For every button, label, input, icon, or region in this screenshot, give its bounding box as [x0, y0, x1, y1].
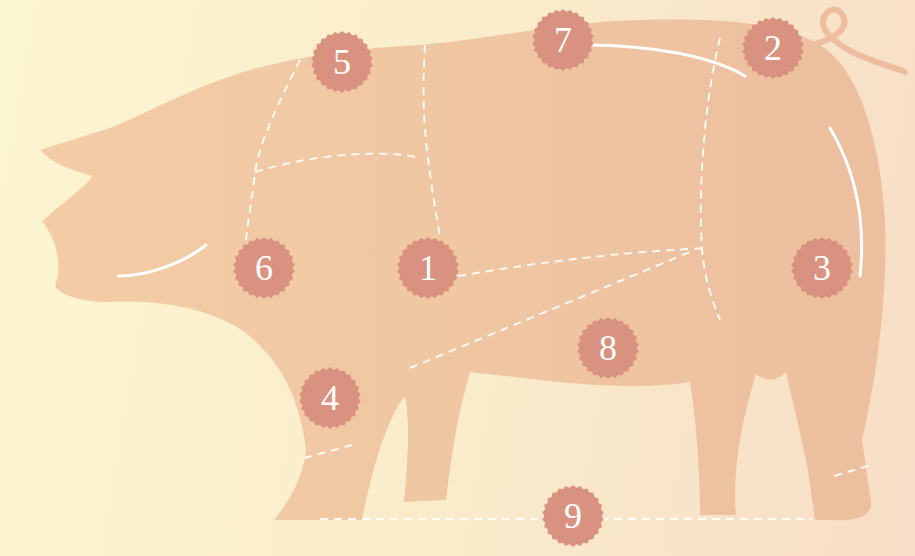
- callout-badge: 3: [791, 237, 853, 299]
- callout-number: 9: [542, 485, 604, 547]
- cut-line: [424, 45, 440, 236]
- callout-badge: 2: [742, 17, 804, 79]
- callout-number: 8: [577, 317, 639, 379]
- callout-number: 3: [791, 237, 853, 299]
- mouth-line: [118, 245, 206, 276]
- callout-number: 5: [311, 31, 373, 93]
- badge-starburst: [397, 237, 459, 299]
- badge-starburst: [299, 367, 361, 429]
- cut-line: [255, 154, 420, 172]
- callout-badge: 4: [299, 367, 361, 429]
- badge-starburst: [233, 237, 295, 299]
- badge-starburst: [791, 237, 853, 299]
- back-line: [593, 45, 745, 76]
- callout-badge: 9: [542, 485, 604, 547]
- callout-badge: 1: [397, 237, 459, 299]
- badge-starburst: [577, 317, 639, 379]
- cut-line: [304, 444, 356, 458]
- callout-badge: 8: [577, 317, 639, 379]
- pig-silhouette: [40, 20, 885, 521]
- badge-starburst: [742, 17, 804, 79]
- callout-badge: 6: [233, 237, 295, 299]
- callout-number: 1: [397, 237, 459, 299]
- cut-line: [834, 464, 874, 476]
- callout-number: 7: [532, 9, 594, 71]
- badge-starburst: [532, 9, 594, 71]
- callout-badge: 7: [532, 9, 594, 71]
- callout-number: 4: [299, 367, 361, 429]
- cut-line: [701, 38, 720, 320]
- badge-starburst: [542, 485, 604, 547]
- badge-starburst: [311, 31, 373, 93]
- callout-number: 6: [233, 237, 295, 299]
- callout-badge: 5: [311, 31, 373, 93]
- cut-line: [458, 248, 708, 276]
- cut-line: [246, 60, 300, 240]
- callout-number: 2: [742, 17, 804, 79]
